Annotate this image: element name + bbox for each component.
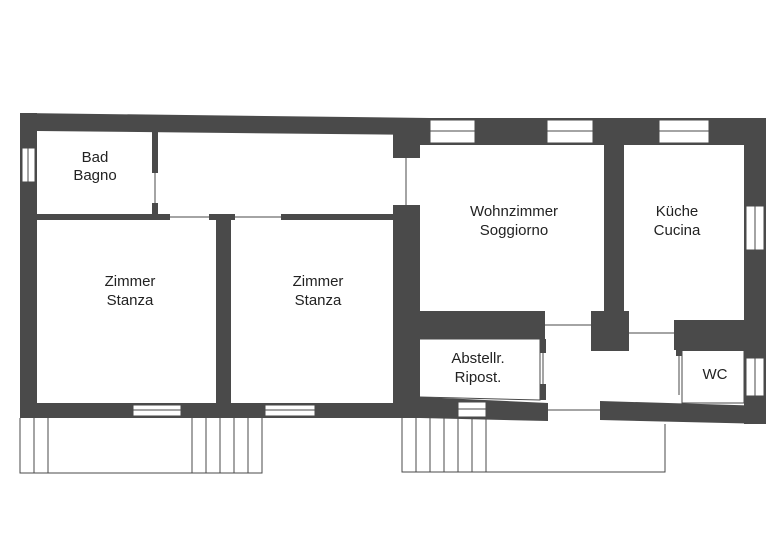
wall-zimmer-divider-cap bbox=[209, 214, 235, 220]
wall-wohn-bottom bbox=[420, 311, 545, 339]
label-kueche: Küche bbox=[656, 203, 699, 220]
label-zimmer1: Zimmer bbox=[105, 273, 156, 290]
abstell-outline bbox=[419, 338, 541, 401]
bottom-wall-left bbox=[20, 403, 450, 418]
label-abstell-it: Ripost. bbox=[455, 369, 502, 386]
label-abstell: Abstellr. bbox=[451, 350, 504, 367]
label-wc: WC bbox=[703, 366, 728, 383]
inner-walls bbox=[37, 131, 754, 415]
label-bad: Bad bbox=[82, 149, 109, 166]
windows bbox=[21, 119, 765, 418]
label-wohn: Wohnzimmer bbox=[470, 203, 558, 220]
wall-abstell-right-low bbox=[540, 384, 546, 400]
pillar-kueche bbox=[591, 311, 629, 351]
top-wall-left bbox=[20, 113, 430, 135]
wall-abstell-right bbox=[540, 339, 546, 353]
room-labels: Bad Bagno Zimmer Stanza Zimmer Stanza Wo… bbox=[73, 149, 727, 386]
wall-bad-right-top bbox=[152, 131, 158, 173]
wc-top-wall bbox=[682, 346, 744, 351]
label-zimmer1-it: Stanza bbox=[107, 292, 154, 309]
balcony-right bbox=[401, 418, 666, 473]
balconies bbox=[19, 418, 666, 474]
left-wall bbox=[20, 113, 37, 418]
wall-bad-right-bottom bbox=[152, 203, 158, 217]
label-zimmer2: Zimmer bbox=[293, 273, 344, 290]
label-bad-it: Bagno bbox=[73, 167, 116, 184]
room-outlines bbox=[419, 338, 745, 404]
wall-bad-bottom bbox=[37, 214, 170, 220]
bottom-wall-right bbox=[600, 401, 766, 424]
wall-kueche-bottom bbox=[674, 320, 754, 350]
wall-wc-left bbox=[676, 346, 682, 356]
wall-wohn-kueche bbox=[604, 145, 624, 337]
label-zimmer2-it: Stanza bbox=[295, 292, 342, 309]
door-lines bbox=[154, 158, 680, 411]
label-kueche-it: Cucina bbox=[654, 222, 701, 239]
balcony-left bbox=[19, 418, 263, 474]
wall-wohn-left bbox=[393, 205, 420, 415]
wall-zimmer2-top bbox=[281, 214, 396, 220]
label-wohn-it: Soggiorno bbox=[480, 222, 548, 239]
pillar-corridor-top bbox=[393, 131, 420, 158]
wall-zimmer-divider bbox=[216, 218, 231, 408]
